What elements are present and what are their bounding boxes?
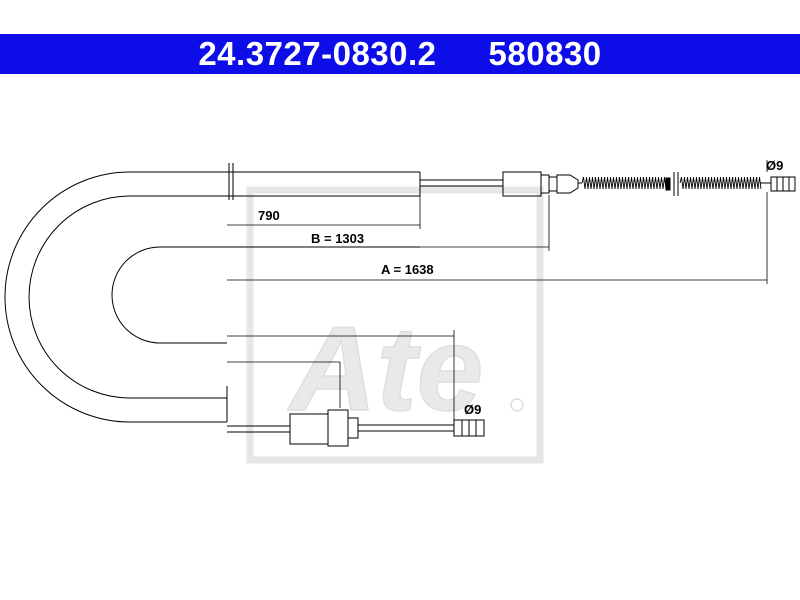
- reference-number: 580830: [488, 35, 602, 72]
- watermark-frame: [246, 186, 544, 464]
- sheath-outer-line: [4, 171, 420, 423]
- sheath-loop: [4, 171, 420, 423]
- sheath-inner-line: [111, 246, 420, 344]
- top-cable-end: [228, 163, 796, 200]
- part-number: 24.3727-0830.2: [198, 35, 437, 72]
- sheath-length-label: 790: [258, 208, 280, 223]
- spring-coil: [581, 176, 667, 190]
- dimension-a-label: A = 1638: [381, 262, 434, 277]
- top-spring: [581, 176, 771, 190]
- spring-coil: [679, 176, 762, 190]
- diameter-bottom-label: Ø9: [464, 402, 481, 417]
- dimension-b-label: B = 1303: [311, 231, 364, 246]
- sheath-middle-line: [28, 195, 420, 399]
- bottom-cable-end: [226, 386, 485, 447]
- registered-mark-icon: [510, 398, 524, 412]
- dimension-lines: [227, 160, 768, 420]
- title-bar: 24.3727-0830.2 580830: [0, 34, 800, 74]
- ate-watermark: Ate: [246, 186, 544, 464]
- diameter-top-label: Ø9: [766, 158, 783, 173]
